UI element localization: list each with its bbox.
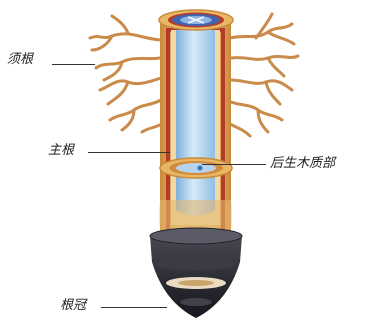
leader-line-secondary-xylem [202,164,266,165]
top-cross-section [159,10,233,30]
label-secondary-xylem: 后生木质部 [270,156,335,172]
label-root-cap: 根冠 [60,298,86,314]
label-main-root: 主根 [48,143,74,159]
label-lateral-root: 须根 [7,52,33,68]
leader-line-main-root [88,152,170,153]
mid-cross-section [160,158,232,178]
leader-line-root-cap [101,307,167,308]
main-root-body [159,20,231,238]
root-cap [150,228,242,318]
leader-line-lateral-root [52,64,95,65]
